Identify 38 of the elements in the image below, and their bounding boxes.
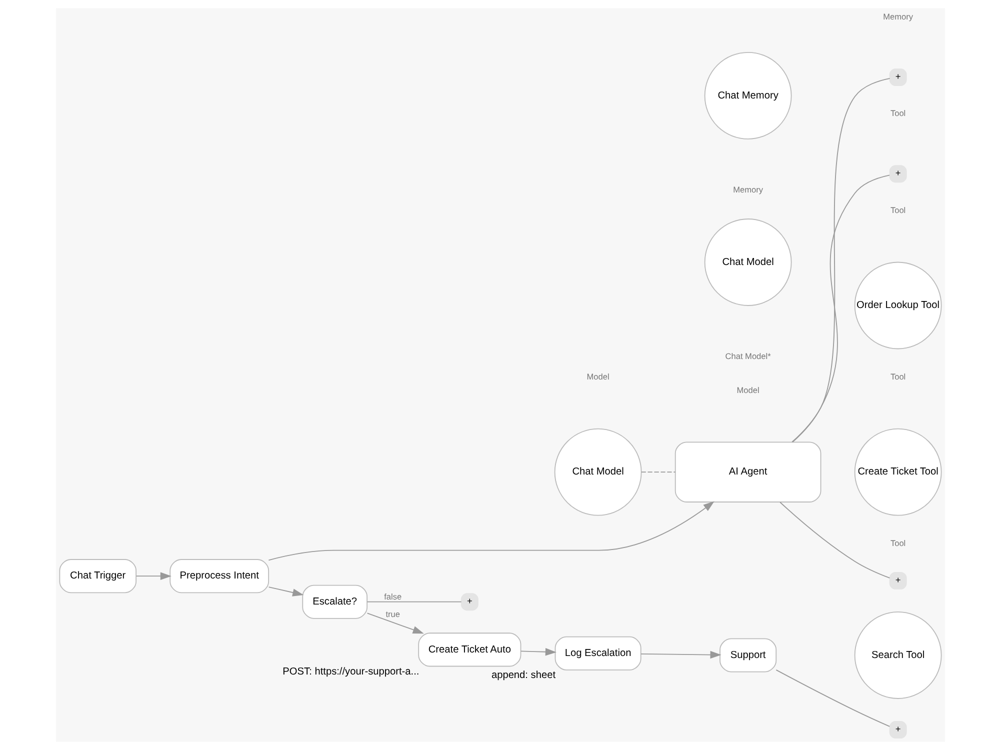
- node-box: Log Escalation: [554, 636, 641, 670]
- node-circle: Chat Model: [554, 428, 642, 516]
- arrow: [268, 501, 714, 561]
- edge-label: false: [384, 592, 402, 602]
- arrow: [366, 612, 424, 634]
- node-box: Create Ticket Auto: [418, 632, 521, 667]
- label: Memory: [732, 186, 762, 195]
- arrow: [135, 572, 171, 580]
- node-box: AI Agent: [674, 442, 821, 502]
- node-circle: Chat Memory: [704, 52, 792, 140]
- arrow: [640, 650, 721, 659]
- label: Tool: [890, 109, 906, 118]
- label: Chat Model*: [724, 352, 770, 362]
- node-circle: Chat Model: [704, 218, 792, 306]
- arrow: [520, 648, 556, 656]
- node-circle: Create Ticket Tool: [854, 428, 942, 516]
- connector: [779, 502, 890, 578]
- label: Tool: [890, 538, 906, 548]
- arrow: [268, 586, 304, 596]
- label: Model: [736, 386, 759, 396]
- node-box: Preprocess Intent: [169, 559, 269, 594]
- node-label: POST: https://your-support-a...: [282, 666, 419, 678]
- label: Tool: [890, 372, 906, 382]
- connector: [640, 472, 676, 473]
- label: Model: [586, 372, 609, 382]
- label: Tool: [890, 206, 906, 215]
- node-label: append: sheet: [490, 670, 556, 682]
- node-circle: Order Lookup Tool: [854, 262, 942, 350]
- connector: [366, 601, 462, 602]
- node-box: Escalate?: [302, 584, 368, 619]
- label: Memory: [882, 12, 912, 22]
- connector: [775, 669, 890, 727]
- node-box: Chat Trigger: [58, 559, 136, 594]
- node-box: Support: [719, 638, 776, 672]
- edge-label: true: [385, 610, 400, 619]
- connector: [792, 78, 890, 442]
- node-circle: Search Tool: [854, 612, 942, 699]
- connector: [791, 174, 890, 442]
